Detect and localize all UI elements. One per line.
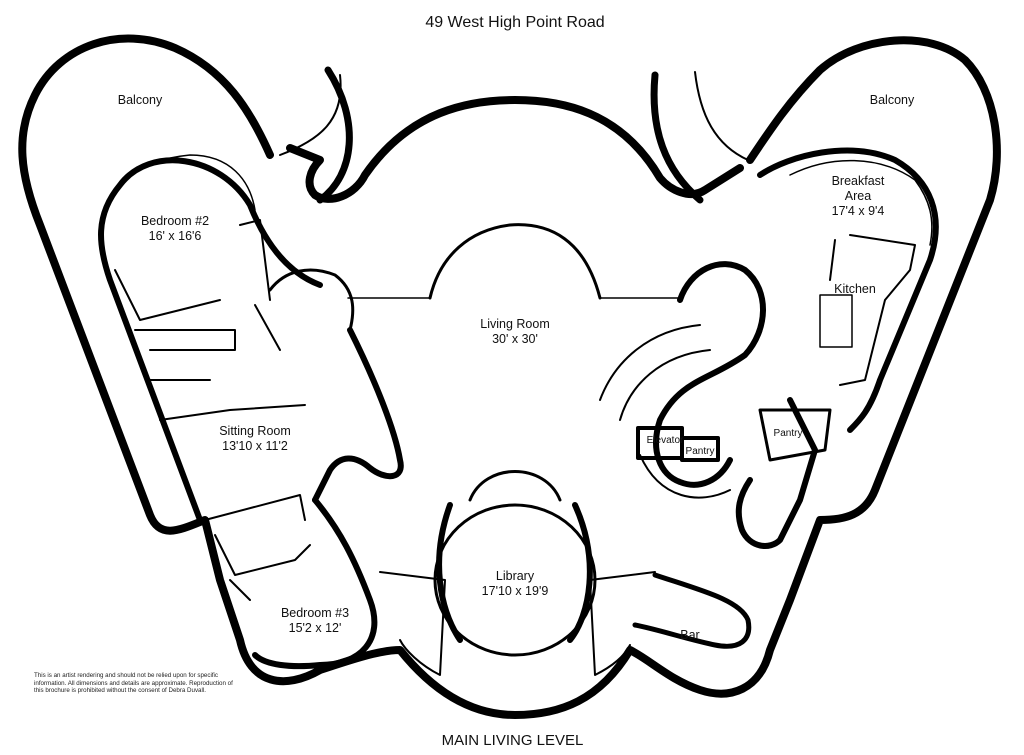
bedroom2-label: Bedroom #2 16' x 16'6 [125,214,225,244]
breakfast-window [789,159,933,246]
elevator-label: Elevator [640,433,690,448]
balcony-right-label: Balcony [852,93,932,108]
breakfast-name-line1: Breakfast [831,174,885,188]
address-title: 49 West High Point Road [425,14,605,31]
bedroom2-name: Bedroom #2 [140,214,210,228]
bedroom2-window [99,154,256,231]
bedroom3-name: Bedroom #3 [280,606,350,620]
exterior-wall [18,34,1001,719]
bedroom2-dims: 16' x 16'6 [148,229,202,243]
library-dims: 17'10 x 19'9 [481,584,549,598]
stair-upper-right-inner [694,71,749,161]
stair-lower-left [379,571,446,676]
elevator-name: Elevator [646,435,684,446]
pantry-right-name: Pantry [773,428,803,439]
disclaimer-text: This is an artist rendering and should n… [34,672,233,695]
pantry-center-box [680,436,720,462]
bar-label: Bar [670,628,710,643]
library-fireplace [468,470,562,502]
closet-partitions [239,219,281,351]
balcony-left-name: Balcony [117,93,163,107]
bedroom3-bath [204,494,311,601]
breakfast-name-line2: Area [844,189,872,203]
sitting-room-label: Sitting Room 13'10 x 11'2 [200,424,310,454]
living-room-name: Living Room [480,317,550,331]
breakfast-dims: 17'4 x 9'4 [831,204,885,218]
bedroom3-dims: 15'2 x 12' [288,621,342,635]
kitchen-label: Kitchen [820,282,890,297]
right-wing-wall-lower [735,397,818,549]
bedroom3-wall [252,497,378,670]
library-label: Library 17'10 x 19'9 [465,569,565,599]
right-wing-wall [757,147,939,433]
living-room-dims: 30' x 30' [492,332,538,346]
spiral-stair [599,324,731,499]
pantry-center-name: Pantry [685,446,715,457]
pantry-right-box [758,408,832,462]
sitting-room-dims: 13'10 x 11'2 [222,439,288,453]
stair-upper-left-inner [279,74,342,156]
pantry-right-label: Pantry [768,426,808,441]
left-wing-wall-inner [268,268,355,332]
level-caption: MAIN LIVING LEVEL [441,732,584,749]
kitchen-name: Kitchen [834,282,876,296]
stair-upper-left-outer [316,66,353,204]
stair-lower-right [589,571,656,676]
kitchen-island [819,294,853,348]
sitting-room-east-wall [312,327,404,503]
sitting-room-name: Sitting Room [219,424,291,438]
pantry-center-label: Pantry [680,444,720,459]
round-stair-hall [653,261,766,488]
bar-name: Bar [680,628,700,642]
balcony-left-label: Balcony [100,93,180,108]
breakfast-label: Breakfast Area 17'4 x 9'4 [808,174,908,219]
left-wing-wall [98,157,323,523]
living-room-label: Living Room 30' x 30' [460,317,570,347]
living-room-bay [428,223,602,300]
bath-partitions [114,269,306,421]
bedroom3-label: Bedroom #3 15'2 x 12' [265,606,365,636]
kitchen-counter [829,234,916,386]
stair-upper-right-outer [650,71,704,204]
balcony-right-name: Balcony [869,93,915,107]
bar-counter [632,572,752,649]
library-name: Library [495,569,535,583]
